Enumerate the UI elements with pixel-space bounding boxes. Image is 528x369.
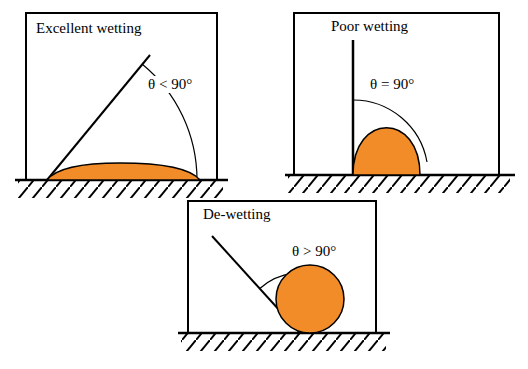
panel-title: Poor wetting [331, 18, 408, 35]
angle-label: θ < 90° [146, 76, 194, 93]
angle-label: θ > 90° [290, 243, 338, 260]
panel-title: De-wetting [203, 206, 270, 223]
angle-arc [142, 64, 197, 180]
panel-box: Poor wetting θ = 90° [293, 12, 500, 175]
tangent-line [47, 55, 150, 180]
liquid-drop [47, 163, 200, 180]
panel-box: De-wetting θ > 90° [187, 200, 377, 333]
liquid-drop [276, 265, 344, 333]
liquid-drop [353, 128, 420, 175]
tangent-line [352, 40, 355, 175]
angle-label: θ = 90° [368, 76, 416, 93]
ground-hatch [181, 334, 386, 351]
panel-title: Excellent wetting [36, 20, 141, 37]
panel-box: Excellent wetting θ < 90° [25, 12, 218, 180]
ground-hatch [288, 176, 510, 193]
ground-line [178, 332, 390, 335]
ground-hatch [18, 181, 223, 198]
